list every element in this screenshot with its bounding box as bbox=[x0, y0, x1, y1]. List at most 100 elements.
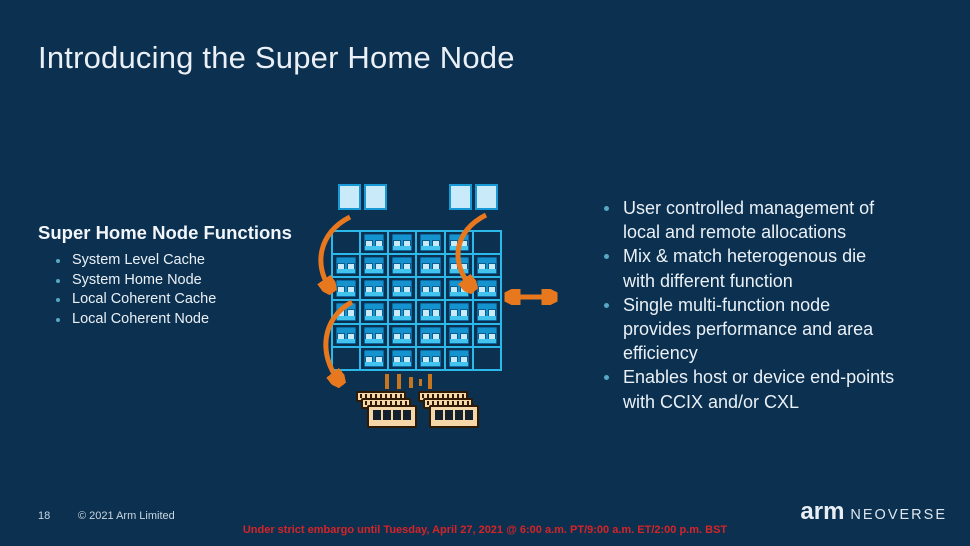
mesh-cell bbox=[472, 300, 501, 324]
chiplet-icon bbox=[364, 184, 387, 210]
mesh-cell bbox=[444, 231, 473, 255]
core-tile-icon bbox=[336, 280, 357, 298]
dimm-stack-right bbox=[418, 391, 482, 431]
chiplet-icon bbox=[338, 184, 361, 210]
mesh-cell bbox=[332, 323, 361, 347]
dimm-chips bbox=[371, 410, 413, 420]
core-tile-icon bbox=[364, 234, 385, 252]
mesh-cell bbox=[360, 346, 389, 370]
core-tile-icon bbox=[420, 257, 441, 275]
core-tile-icon bbox=[448, 280, 469, 298]
bullet-icon bbox=[604, 206, 609, 211]
core-tile-icon bbox=[364, 326, 385, 344]
mesh-cell bbox=[416, 277, 445, 301]
chiplet-icon bbox=[475, 184, 498, 210]
dimm-chips bbox=[433, 410, 475, 420]
mesh-cell bbox=[360, 231, 389, 255]
mesh-cell bbox=[360, 254, 389, 278]
mesh-cell bbox=[388, 346, 417, 370]
bullet-icon bbox=[604, 302, 609, 308]
mesh-cell bbox=[416, 300, 445, 324]
core-tile-icon bbox=[476, 303, 497, 321]
list-item: System Level Cache bbox=[50, 251, 323, 271]
mesh-cell bbox=[444, 277, 473, 301]
core-tile-icon bbox=[476, 326, 497, 344]
mesh-cell bbox=[416, 346, 445, 370]
mesh-cell bbox=[388, 300, 417, 324]
memory-channel-tick bbox=[419, 379, 422, 386]
core-tile-icon bbox=[476, 257, 497, 275]
dimm-stack-left bbox=[356, 391, 420, 431]
core-tile-icon bbox=[420, 303, 441, 321]
core-tile-icon bbox=[420, 280, 441, 298]
list-item: Mix & match heterogenous die with differ… bbox=[600, 244, 900, 292]
list-item: Local Coherent Node bbox=[50, 310, 323, 330]
left-panel: Super Home Node Functions System Level C… bbox=[38, 222, 323, 329]
mesh-cell bbox=[416, 254, 445, 278]
right-panel: User controlled management of local and … bbox=[600, 196, 910, 414]
core-tile-icon bbox=[364, 303, 385, 321]
embargo-notice: Under strict embargo until Tuesday, Apri… bbox=[242, 524, 728, 536]
mesh-cell bbox=[388, 254, 417, 278]
mesh-cell bbox=[332, 254, 361, 278]
mesh-cell bbox=[332, 277, 361, 301]
mesh-cell bbox=[388, 277, 417, 301]
core-tile-icon bbox=[392, 326, 413, 344]
core-tile-icon bbox=[476, 280, 497, 298]
list-item: Local Coherent Cache bbox=[50, 290, 323, 310]
core-tile-icon bbox=[392, 349, 413, 367]
bullet-icon bbox=[56, 259, 60, 263]
bullet-icon bbox=[604, 375, 609, 381]
dimm-module-icon bbox=[367, 405, 417, 428]
mesh-cell bbox=[472, 323, 501, 347]
right-panel-list: User controlled management of local and … bbox=[600, 196, 910, 414]
mesh-cell bbox=[360, 323, 389, 347]
left-panel-list: System Level Cache System Home Node Loca… bbox=[38, 251, 323, 329]
mesh-cell bbox=[472, 277, 501, 301]
copyright-text: © 2021 Arm Limited bbox=[78, 510, 175, 522]
dimm-pins bbox=[427, 401, 469, 405]
mesh-cell bbox=[416, 231, 445, 255]
mesh-grid bbox=[331, 230, 502, 371]
mesh-cell bbox=[472, 254, 501, 278]
memory-channel-tick bbox=[385, 374, 389, 389]
dimm-pins bbox=[360, 394, 402, 398]
list-item: Enables host or device end-points with C… bbox=[600, 365, 900, 413]
slide-title: Introducing the Super Home Node bbox=[38, 40, 515, 75]
left-panel-heading: Super Home Node Functions bbox=[38, 222, 292, 243]
mesh-cell bbox=[332, 346, 361, 370]
memory-channel-tick bbox=[397, 374, 401, 389]
core-tile-icon bbox=[392, 257, 413, 275]
core-tile-icon bbox=[448, 349, 469, 367]
mesh-cell bbox=[444, 254, 473, 278]
mesh-cell bbox=[360, 277, 389, 301]
dimm-module-icon bbox=[429, 405, 479, 428]
core-tile-icon bbox=[420, 349, 441, 367]
mesh-cell bbox=[472, 231, 501, 255]
core-tile-icon bbox=[336, 303, 357, 321]
page-number: 18 bbox=[38, 510, 51, 522]
core-tile-icon bbox=[364, 257, 385, 275]
mesh-cell bbox=[360, 300, 389, 324]
mesh-cell bbox=[332, 231, 361, 255]
chiplet-icon bbox=[449, 184, 472, 210]
dimm-pins bbox=[422, 394, 464, 398]
core-tile-icon bbox=[364, 280, 385, 298]
mesh-cell bbox=[332, 300, 361, 324]
mesh-cell bbox=[444, 300, 473, 324]
dimm-pins bbox=[365, 401, 407, 405]
core-tile-icon bbox=[420, 234, 441, 252]
core-tile-icon bbox=[448, 234, 469, 252]
core-tile-icon bbox=[448, 326, 469, 344]
bullet-icon bbox=[56, 298, 60, 302]
list-item: System Home Node bbox=[50, 271, 323, 291]
bullet-icon bbox=[604, 254, 609, 260]
memory-channel-tick bbox=[409, 377, 413, 388]
core-tile-icon bbox=[392, 303, 413, 321]
mesh-cell bbox=[388, 323, 417, 347]
bullet-icon bbox=[56, 317, 60, 322]
neoverse-wordmark: NEOVERSE bbox=[850, 507, 947, 523]
